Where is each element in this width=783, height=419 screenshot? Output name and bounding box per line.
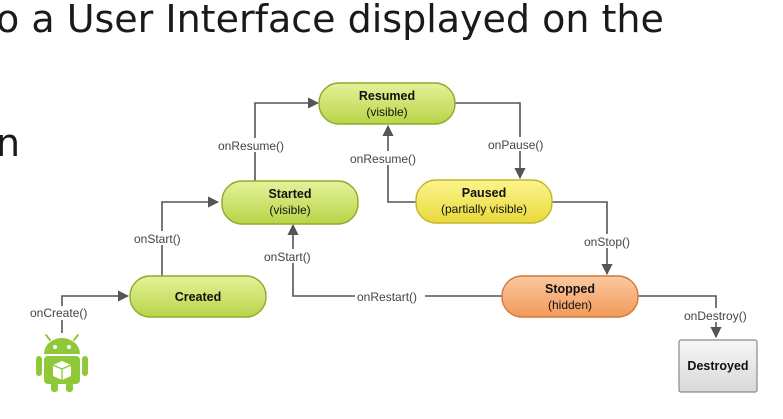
- state-created-title: Created: [175, 290, 222, 304]
- state-stopped-title: Stopped: [545, 282, 595, 296]
- state-destroyed-title: Destroyed: [687, 359, 748, 373]
- state-resumed-subtitle: (visible): [366, 105, 407, 119]
- edge-onstop: [552, 201, 613, 276]
- state-created: Created: [129, 275, 267, 318]
- slide-text-line-2: n: [0, 121, 21, 165]
- state-paused-title: Paused: [462, 186, 506, 200]
- label-onstop: onStop(): [584, 235, 630, 249]
- edge-onrestart: [287, 223, 502, 297]
- edge-onpause: [455, 102, 526, 180]
- slide-text-line-1: o a User Interface displayed on the: [0, 0, 664, 41]
- label-ondestroy: onDestroy(): [684, 309, 747, 323]
- edge-ondestroy: [637, 295, 722, 339]
- label-onrestart: onRestart(): [357, 290, 417, 304]
- edge-onresume-started: [254, 97, 320, 182]
- label-onpause: onPause(): [488, 138, 543, 152]
- state-paused: Paused (partially visible): [415, 179, 553, 224]
- state-destroyed: Destroyed: [678, 339, 758, 393]
- edge-oncreate: [61, 290, 130, 333]
- state-started-title: Started: [268, 187, 311, 201]
- state-stopped: Stopped (hidden): [501, 275, 639, 318]
- state-stopped-subtitle: (hidden): [548, 298, 592, 312]
- android-robot-icon: [36, 334, 88, 392]
- label-onresume-started: onResume(): [218, 139, 284, 153]
- label-onstart-restart: onStart(): [264, 250, 311, 264]
- edge-onstart-created: [161, 196, 220, 276]
- state-resumed: Resumed (visible): [318, 82, 456, 125]
- state-started-subtitle: (visible): [269, 203, 310, 217]
- state-resumed-title: Resumed: [359, 89, 415, 103]
- label-onresume-paused: onResume(): [350, 152, 416, 166]
- state-paused-subtitle: (partially visible): [441, 202, 527, 216]
- label-onstart-created: onStart(): [134, 232, 181, 246]
- label-oncreate: onCreate(): [30, 306, 87, 320]
- state-started: Started (visible): [221, 180, 359, 225]
